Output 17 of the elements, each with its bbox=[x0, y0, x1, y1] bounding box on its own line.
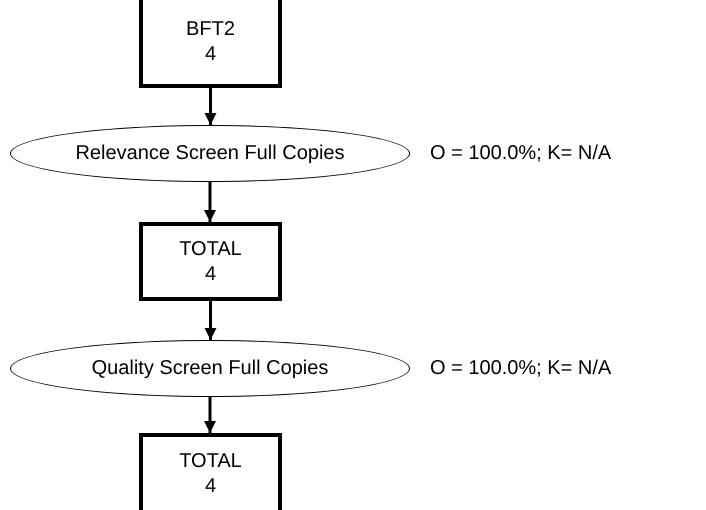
arrow bbox=[204, 88, 216, 125]
arrow bbox=[204, 182, 216, 222]
process-box bbox=[139, 0, 282, 88]
box-title: BFT2 bbox=[186, 17, 235, 42]
count-value: 4 bbox=[204, 474, 216, 499]
process-box bbox=[139, 222, 282, 301]
step-label: Relevance Screen Full Copies bbox=[75, 141, 345, 166]
box-title: TOTAL bbox=[179, 236, 242, 262]
agreement-note: O = 100.0%; K= N/A bbox=[430, 142, 612, 164]
agreement-note: O = 100.0%; K= N/A bbox=[430, 356, 612, 380]
box-title: TOTAL bbox=[179, 449, 242, 474]
count-value: 4 bbox=[204, 262, 216, 286]
process-box bbox=[139, 433, 282, 510]
arrow bbox=[204, 397, 216, 433]
count-value: 4 bbox=[204, 42, 216, 67]
arrow bbox=[204, 301, 216, 340]
step-label: Quality Screen Full Copies bbox=[92, 356, 328, 381]
